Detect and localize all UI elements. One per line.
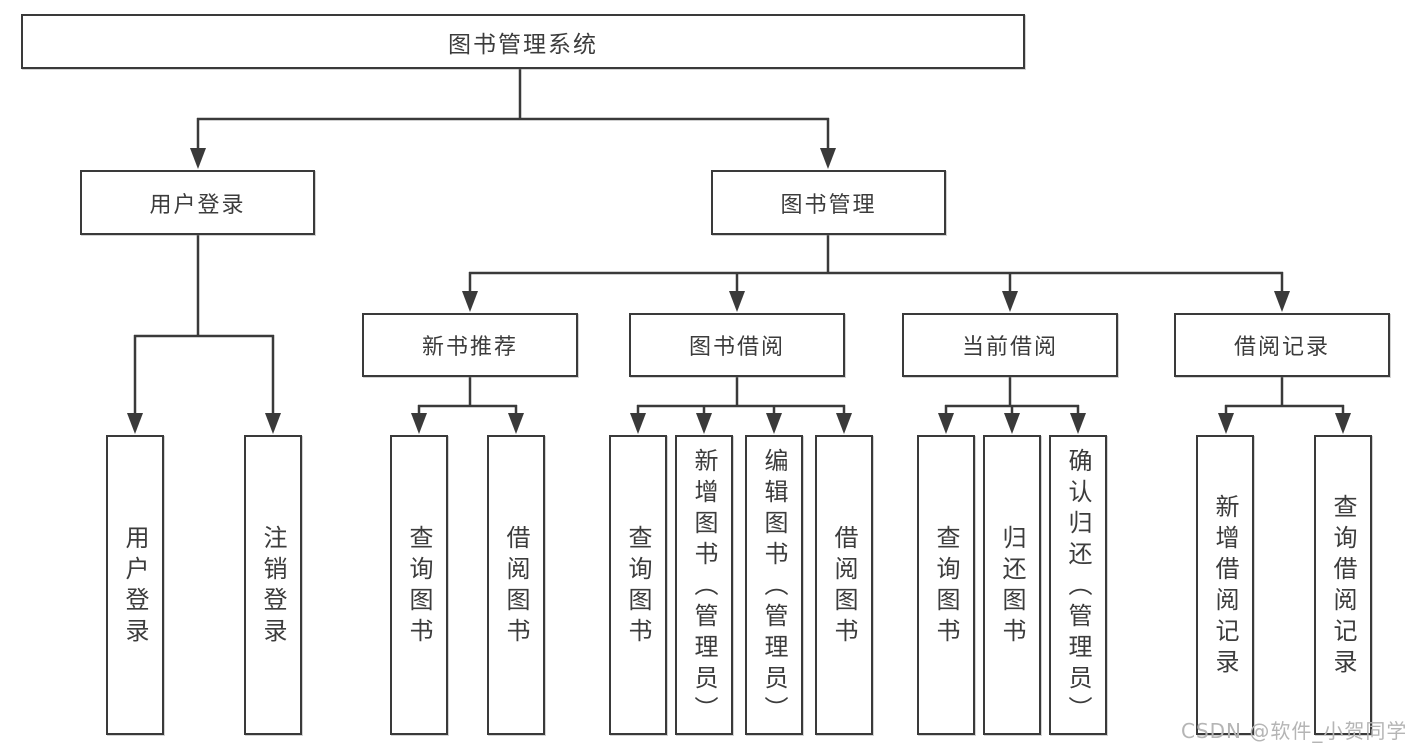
node-label: 借阅图书 — [830, 525, 858, 649]
node-label: 借阅记录 — [1233, 335, 1330, 360]
node-current-return-books: 归还图书 — [983, 435, 1041, 735]
node-borrow-edit-books-admin: 编辑图书（管理员） — [745, 435, 803, 735]
node-borrow-query-books: 查询图书 — [609, 435, 667, 735]
node-login: 用户登录 — [106, 435, 164, 735]
node-label: 当前借阅 — [961, 335, 1058, 360]
node-borrowing-records: 借阅记录 — [1174, 313, 1390, 377]
node-current-query-books: 查询图书 — [917, 435, 975, 735]
node-label: 用户登录 — [149, 192, 246, 218]
node-label: 新书推荐 — [421, 335, 518, 360]
node-label: 借阅图书 — [502, 525, 530, 649]
node-label: 用户登录 — [121, 525, 149, 649]
node-label: 图书借阅 — [688, 335, 785, 360]
node-label: 查询图书 — [405, 525, 433, 649]
node-rec-query-books: 查询图书 — [390, 435, 448, 735]
node-book-borrowing: 图书借阅 — [629, 313, 845, 377]
node-label: 查询借阅记录 — [1329, 494, 1357, 680]
node-current-confirm-return-admin: 确认归还（管理员） — [1049, 435, 1107, 735]
node-label: 图书管理系统 — [448, 31, 598, 58]
node-new-book-recommend: 新书推荐 — [362, 313, 578, 377]
node-label: 查询图书 — [932, 525, 960, 649]
node-library-system: 图书管理系统 — [21, 14, 1025, 69]
node-logout: 注销登录 — [244, 435, 302, 735]
node-user-login: 用户登录 — [80, 170, 315, 235]
node-borrow-borrow-books: 借阅图书 — [815, 435, 873, 735]
node-borrow-add-books-admin: 新增图书（管理员） — [675, 435, 733, 735]
node-label: 确认归还（管理员） — [1064, 447, 1092, 727]
node-label: 注销登录 — [259, 525, 287, 649]
node-label: 编辑图书（管理员） — [760, 447, 788, 727]
node-rec-borrow-books: 借阅图书 — [487, 435, 545, 735]
node-label: 归还图书 — [998, 525, 1026, 649]
node-records-query: 查询借阅记录 — [1314, 435, 1372, 735]
node-records-add: 新增借阅记录 — [1196, 435, 1254, 735]
node-label: 查询图书 — [624, 525, 652, 649]
node-book-management: 图书管理 — [711, 170, 946, 235]
node-label: 新增图书（管理员） — [690, 447, 718, 727]
node-label: 图书管理 — [780, 192, 877, 218]
watermark: CSDN @软件_小贺同学 — [1181, 719, 1405, 743]
arrowheads — [127, 148, 1351, 434]
node-label: 新增借阅记录 — [1211, 494, 1239, 680]
node-current-borrowing: 当前借阅 — [902, 313, 1118, 377]
